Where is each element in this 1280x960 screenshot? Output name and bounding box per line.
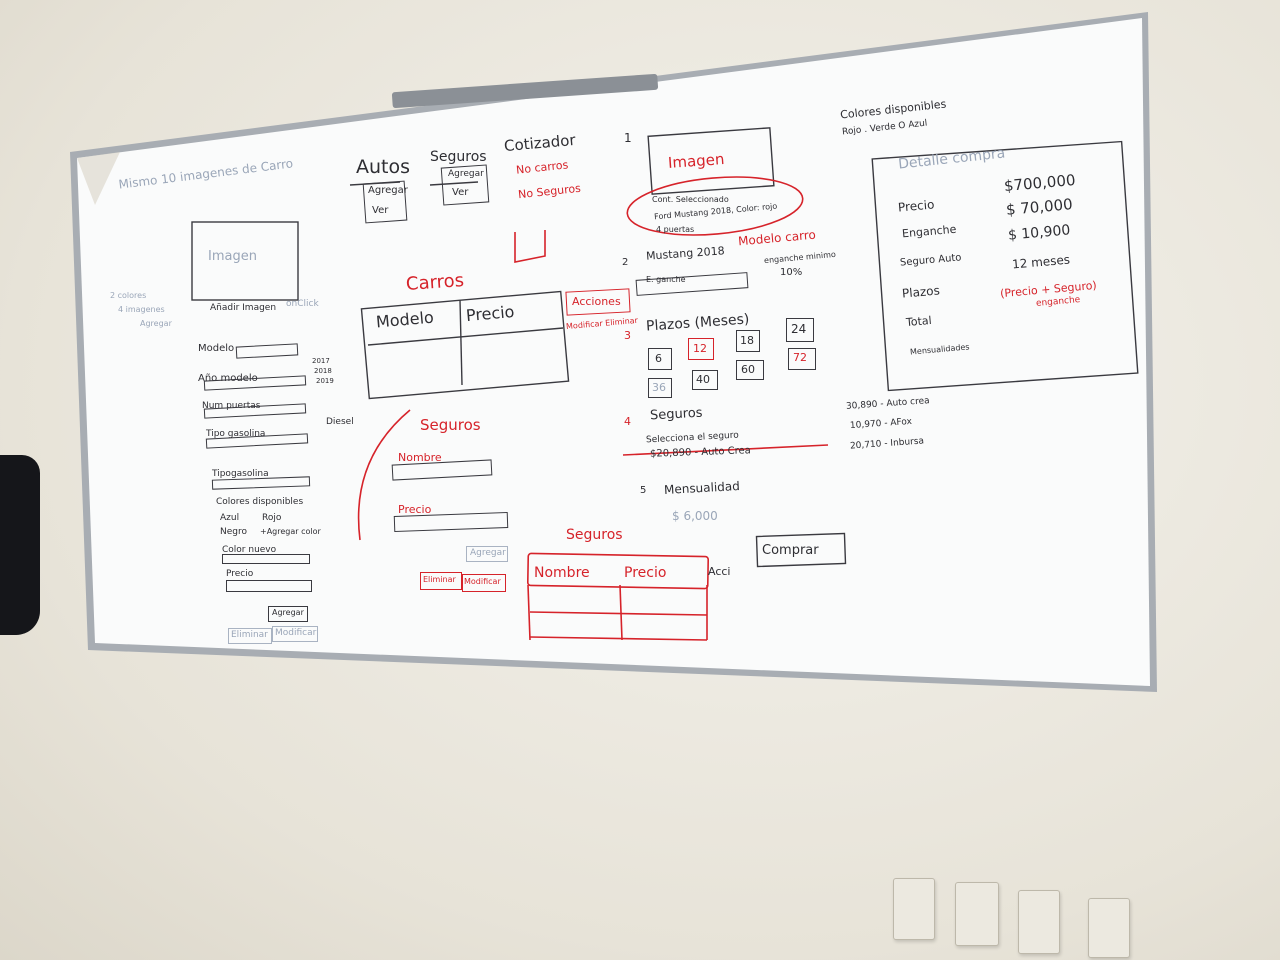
agregar-color-option: +Agregar color [260,527,321,536]
seguros-modificar: Modificar [464,577,501,586]
outlet-plate-2 [1088,898,1130,958]
num-puertas-label: Num puertas [202,401,261,411]
flow-seguros: Seguros [649,405,703,424]
modelo-label: Modelo [198,343,235,354]
precio-field [226,580,312,592]
seguros-form-agregar-sketch [466,546,508,562]
flow-enganche: E. ganche [646,275,686,284]
seguros-heading: Seguros [430,149,487,165]
rojo-option: Rojo [262,513,282,523]
flow-mensualidad-value: $ 6,000 [672,509,718,523]
tipo-gasolina-2-label: Tipogasolina [212,469,269,479]
seguros-form-precio: Precio [398,503,432,516]
plazo-60: 60 [736,360,764,380]
plazo-72-label: 72 [793,351,807,364]
image-placeholder-label: Imagen [208,249,257,264]
carros-acciones: Acciones [572,295,621,308]
eliminar-label: Eliminar [231,630,268,640]
car-doors: 4 puertas [656,225,695,234]
plazo-24: 24 [786,318,814,342]
color-nuevo-field [222,554,310,564]
light-switch-plate-1 [893,878,935,940]
autos-ver: Ver [372,205,389,216]
plazo-12-label: 12 [693,342,707,355]
side-note-1: 2 colores [110,291,147,300]
plazo-72: 72 [788,348,816,370]
add-image-note: onClick [286,299,319,309]
plazo-6-label: 6 [655,352,662,365]
negro-option: Negro [220,527,247,537]
marker-tray [391,73,659,109]
seguros-table-heading: Seguros [566,527,623,543]
light-switch-plate-2 [955,882,999,946]
year-2017: 2017 [312,357,330,365]
year-2019: 2019 [316,377,334,385]
seguros-eliminar-sketch [420,572,462,590]
flow-comprar: Comprar [762,543,819,558]
step-1: 1 [624,131,632,145]
seguros-form-nombre: Nombre [398,451,442,464]
detalle-plazos: Plazos [901,283,941,301]
car-selected-label: Cont. Seleccionado [652,195,729,204]
modificar-button-sketch [272,626,318,642]
person-silhouette [0,455,40,635]
diesel-label: Diesel [326,417,354,427]
plazo-40-label: 40 [696,373,710,386]
seguros-col-nombre: Nombre [534,565,590,581]
plazo-60-label: 60 [741,363,755,376]
carros-heading: Carros [405,270,465,296]
agregar-button-sketch [268,606,308,622]
plazo-24-label: 24 [791,322,807,336]
enganche-pct: 10% [780,267,803,278]
step-3: 3 [624,329,631,342]
azul-option: Azul [220,513,240,523]
plazo-36: 36 [648,378,672,398]
plazo-40: 40 [692,370,718,390]
modificar-label: Modificar [275,628,317,638]
year-2018: 2018 [314,367,332,375]
plazo-6: 6 [648,348,672,370]
carros-col-precio: Precio [465,301,516,326]
step-4: 4 [624,415,631,428]
flow-imagen: Imagen [667,150,726,172]
colores-label: Colores disponibles [216,497,304,507]
seguros-ver: Ver [452,187,469,198]
detalle-precio: Precio [897,197,935,215]
step-2: 2 [622,257,629,268]
seguros-agregar: Agregar [448,169,484,179]
seguros-col-precio: Precio [624,565,667,581]
agregar-label: Agregar [272,608,304,617]
tipo-gasolina-label: Tipo gasolina [206,429,266,439]
outlet-plate-1 [1018,890,1060,954]
detalle-total: Total [905,313,933,330]
seguros-eliminar: Eliminar [423,575,456,584]
autos-heading: Autos [356,156,411,178]
seguros-form-agregar: Agregar [470,548,506,558]
precio-label: Precio [226,569,254,579]
seguros-col-acciones: Acci [708,565,731,578]
side-note-2: 4 imagenes [118,305,165,314]
add-image-label: Añadir Imagen [210,303,277,313]
step-5: 5 [640,485,647,496]
plazo-36-label: 36 [652,381,666,394]
plazo-18-label: 18 [740,334,754,347]
eliminar-button-sketch [228,628,272,644]
plazo-18: 18 [736,330,760,352]
seguros-modificar-sketch [462,574,506,592]
color-nuevo-label: Color nuevo [222,545,277,555]
seguros-form-heading: Seguros [420,416,481,434]
autos-agregar: Agregar [368,185,408,196]
plazo-12: 12 [688,338,714,360]
side-note-3: Agregar [140,319,172,328]
flow-mensualidad: Mensualidad [663,479,741,497]
anio-modelo-label: Año modelo [198,373,258,384]
